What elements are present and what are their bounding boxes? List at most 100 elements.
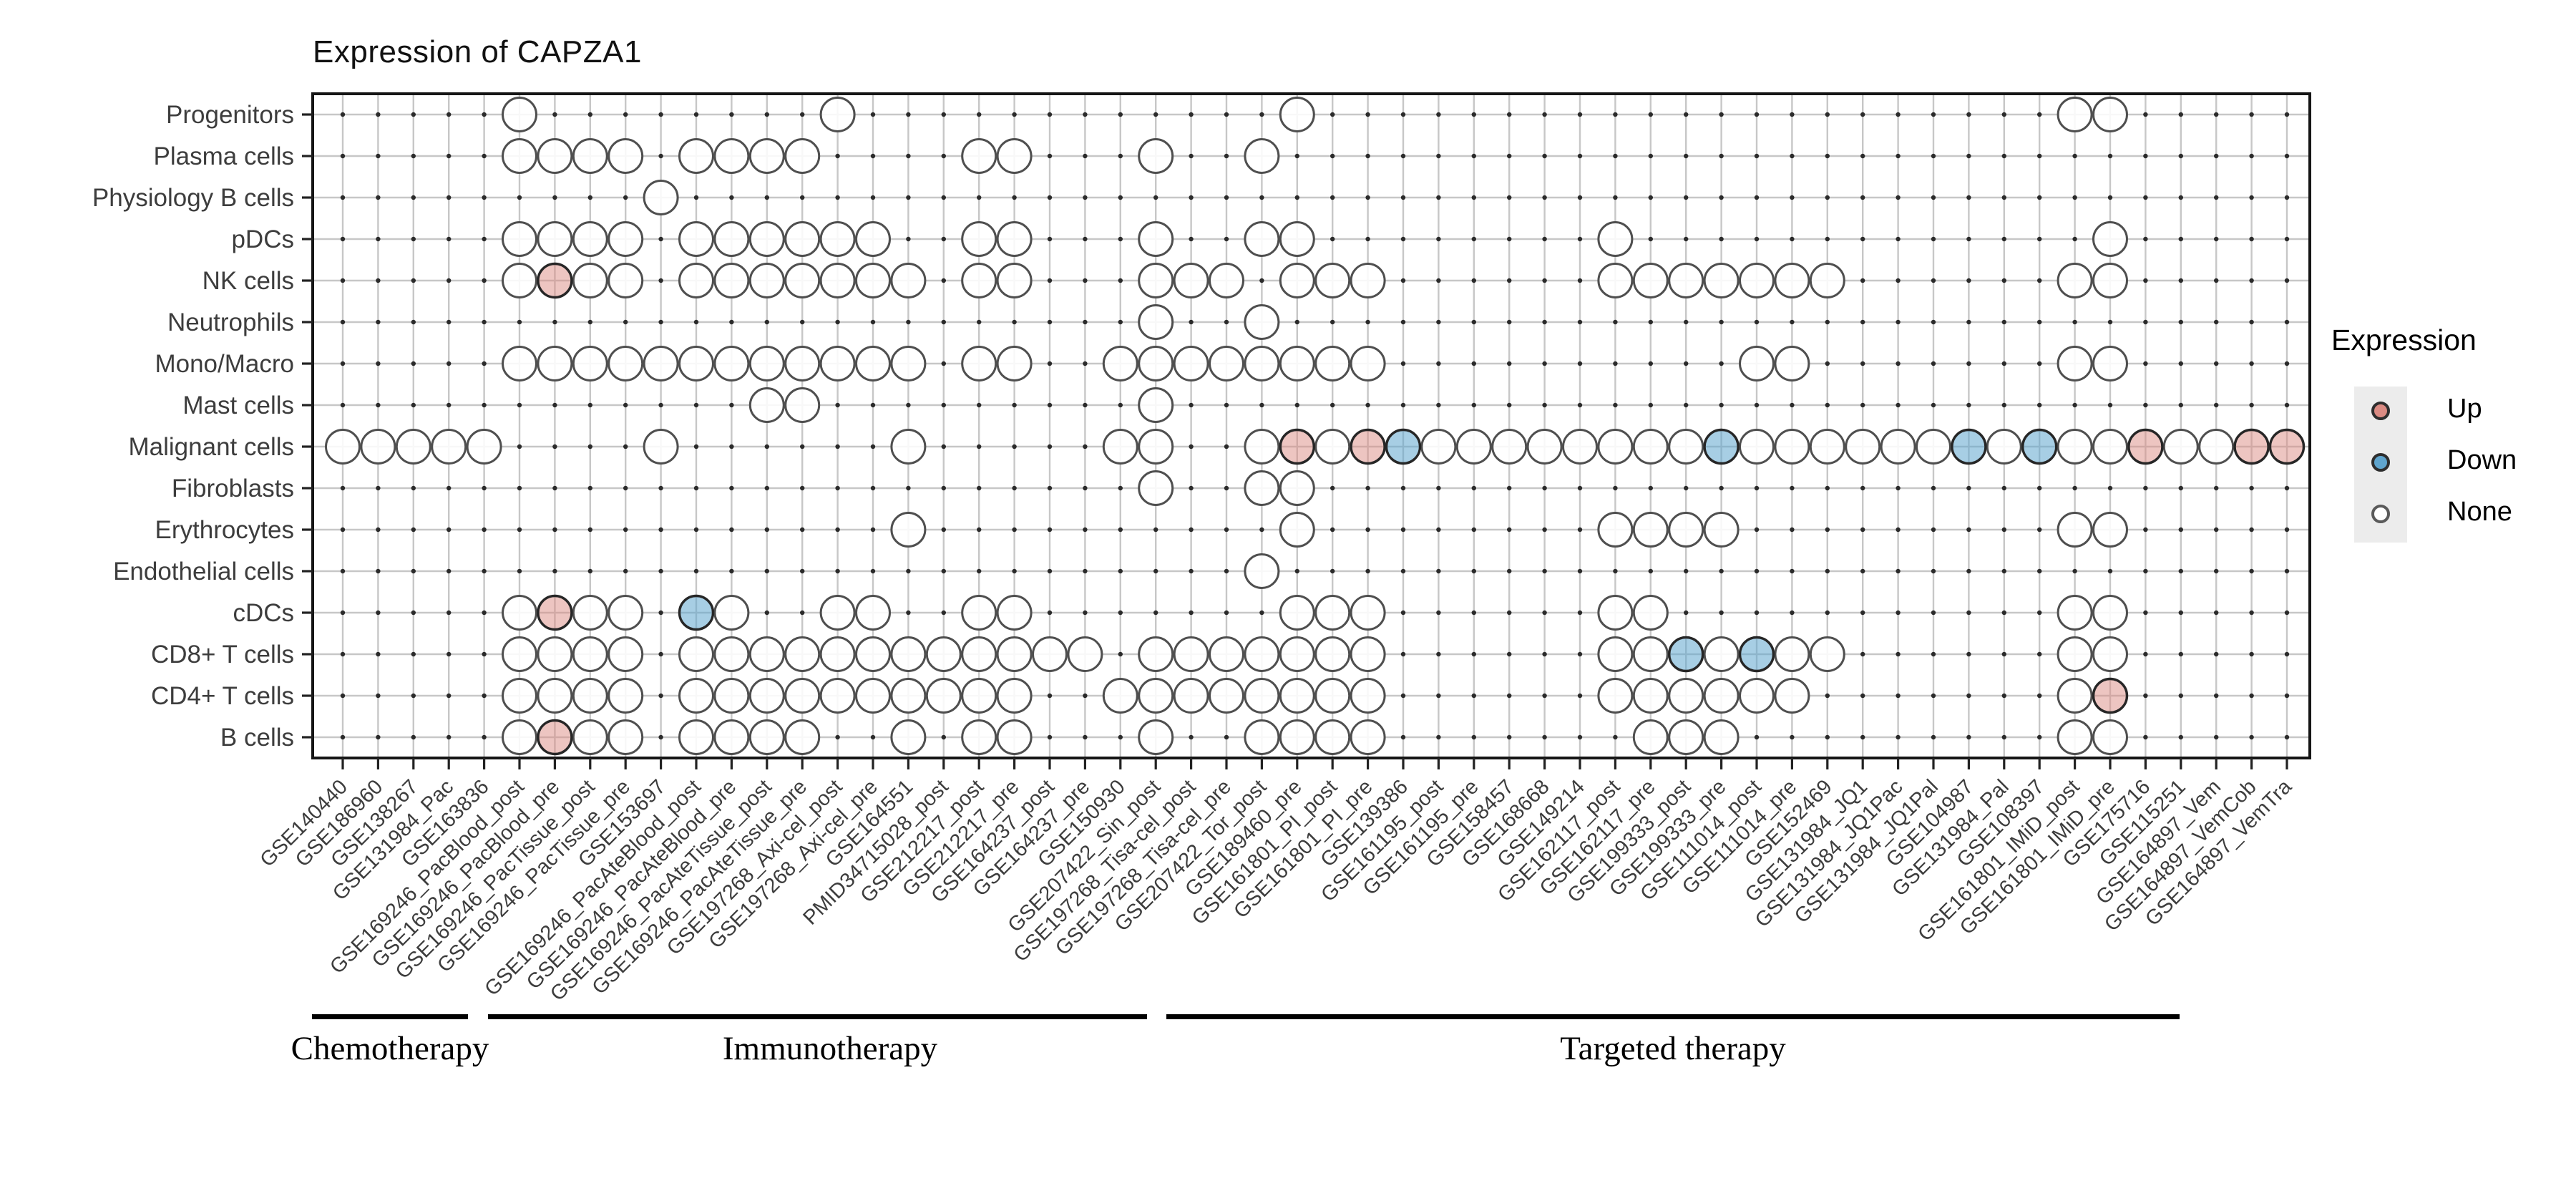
grid-intersection-dot <box>1224 195 1229 200</box>
expression-dot-none <box>748 138 785 174</box>
grid-intersection-dot <box>2178 527 2183 533</box>
panel-border <box>311 92 2311 759</box>
expression-dot-none <box>1774 678 1810 714</box>
grid-intersection-dot <box>1436 693 1441 699</box>
grid-intersection-dot <box>1966 651 1971 657</box>
grid-intersection-dot <box>1153 112 1158 117</box>
expression-dot-none <box>1314 429 1351 465</box>
expression-dot-none <box>1314 346 1351 381</box>
expression-dot-none <box>2057 263 2093 298</box>
grid-intersection-dot <box>1825 319 1830 325</box>
grid-intersection-dot <box>1542 153 1547 159</box>
expression-dot-none <box>1703 512 1740 548</box>
expression-dot-none <box>2092 636 2128 672</box>
expression-dot-none <box>1916 429 1951 465</box>
grid-intersection-dot <box>1860 195 1865 200</box>
grid-intersection-dot <box>1189 319 1194 325</box>
grid-intersection-dot <box>1083 485 1088 491</box>
grid-intersection-dot <box>411 402 416 408</box>
grid-intersection-dot <box>1966 112 1971 117</box>
grid-intersection-dot <box>1083 153 1088 159</box>
grid-intersection-dot <box>1471 361 1476 366</box>
grid-intersection-dot <box>1966 361 1971 366</box>
grid-intersection-dot <box>1825 402 1830 408</box>
expression-dot-none <box>1244 470 1280 506</box>
grid-intersection-dot <box>2178 319 2183 325</box>
grid-intersection-dot <box>1825 195 1830 200</box>
grid-intersection-dot <box>1542 734 1547 740</box>
expression-dot-none <box>1774 346 1810 381</box>
expression-dot-none <box>855 636 891 672</box>
grid-intersection-dot <box>1542 195 1547 200</box>
grid-intersection-dot <box>1365 236 1370 242</box>
grid-intersection-dot <box>2107 153 2113 159</box>
expression-dot-none <box>961 221 997 257</box>
grid-intersection-dot <box>906 236 911 242</box>
grid-intersection-dot <box>376 361 381 366</box>
expression-dot-down <box>1703 428 1740 465</box>
grid-intersection-dot <box>1896 651 1901 657</box>
expression-dot-none <box>961 678 997 714</box>
grid-intersection-dot <box>1684 153 1689 159</box>
grid-intersection-dot <box>1648 195 1653 200</box>
grid-intersection-dot <box>1613 734 1618 740</box>
expression-dot-up <box>1279 428 1316 465</box>
grid-intersection-dot <box>1153 527 1158 533</box>
grid-intersection-dot <box>835 402 840 408</box>
expression-dot-none <box>1244 221 1280 257</box>
grid-intersection-dot <box>411 319 416 325</box>
grid-intersection-dot <box>1224 236 1229 242</box>
expression-dot-down <box>1951 428 1987 465</box>
expression-dot-none <box>1314 636 1351 672</box>
grid-intersection-dot <box>1790 568 1795 574</box>
grid-intersection-dot <box>1471 236 1476 242</box>
grid-intersection-dot <box>623 568 628 574</box>
grid-intersection-dot <box>1931 568 1936 574</box>
expression-dot-up <box>537 262 573 299</box>
grid-intersection-dot <box>552 568 557 574</box>
expression-dot-none <box>819 678 856 714</box>
grid-intersection-dot <box>1471 195 1476 200</box>
grid-intersection-dot <box>517 444 522 449</box>
grid-intersection-dot <box>941 236 947 242</box>
expression-dot-none <box>996 221 1033 257</box>
grid-intersection-dot <box>1083 236 1088 242</box>
expression-dot-none <box>890 719 927 755</box>
grid-intersection-dot <box>2214 734 2219 740</box>
grid-intersection-dot <box>2284 361 2290 366</box>
grid-intersection-dot <box>1224 527 1229 533</box>
grid-intersection-dot <box>1189 444 1194 449</box>
grid-intersection-dot <box>1224 444 1229 449</box>
grid-intersection-dot <box>2001 236 2006 242</box>
grid-intersection-dot <box>1896 402 1901 408</box>
grid-intersection-dot <box>1471 693 1476 699</box>
grid-intersection-dot <box>340 485 346 491</box>
grid-intersection-dot <box>658 527 663 533</box>
grid-intersection-dot <box>1507 568 1512 574</box>
grid-intersection-dot <box>1189 195 1194 200</box>
grid-intersection-dot <box>2249 195 2254 200</box>
grid-intersection-dot <box>1471 485 1476 491</box>
grid-intersection-dot <box>517 402 522 408</box>
grid-intersection-dot <box>800 568 805 574</box>
expression-dot-none <box>961 719 997 755</box>
grid-intersection-dot <box>1118 195 1123 200</box>
grid-intersection-dot <box>587 444 592 449</box>
grid-intersection-dot <box>2178 278 2183 283</box>
grid-intersection-dot <box>835 153 840 159</box>
expression-dot-up <box>1350 428 1386 465</box>
grid-intersection-dot <box>1966 319 1971 325</box>
expression-dot-none <box>2057 97 2093 132</box>
grid-intersection-dot <box>623 485 628 491</box>
grid-intersection-dot <box>1083 568 1088 574</box>
grid-intersection-dot <box>2249 236 2254 242</box>
expression-dot-none <box>1350 263 1386 298</box>
grid-intersection-dot <box>2284 319 2290 325</box>
expression-dot-none <box>1491 429 1528 465</box>
grid-intersection-dot <box>1471 112 1476 117</box>
grid-intersection-dot <box>411 527 416 533</box>
grid-intersection-dot <box>1294 568 1300 574</box>
expression-dot-none <box>1138 263 1174 298</box>
grid-intersection-dot <box>870 527 876 533</box>
